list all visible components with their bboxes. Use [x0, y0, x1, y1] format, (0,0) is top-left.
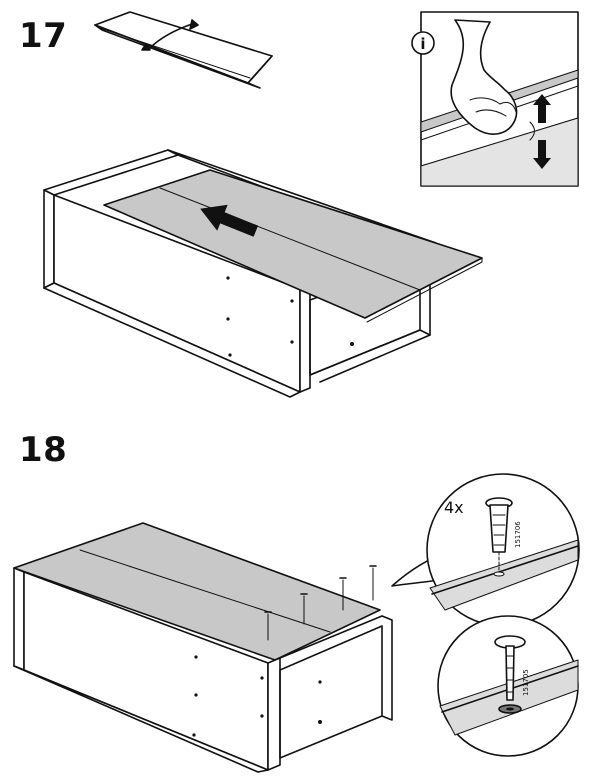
info-detail-box — [420, 11, 579, 187]
slide-direction-arrow-icon — [200, 204, 259, 237]
step-17-number: 17 — [19, 16, 68, 56]
nail-detail-circle: 151705 — [437, 615, 579, 757]
info-icon: i — [411, 31, 435, 55]
step-18-number: 18 — [19, 430, 68, 470]
svg-text:i: i — [420, 35, 425, 53]
quantity-label: 4x — [444, 498, 464, 517]
folded-back-panel — [94, 11, 273, 89]
unfold-arrow-icon — [141, 19, 199, 51]
part-number-151706: 151706 — [514, 521, 522, 548]
anchor-detail-circle: 151706 — [426, 473, 580, 627]
frame-step-17 — [43, 149, 483, 398]
frame-step-18 — [13, 522, 393, 773]
part-number-151705: 151705 — [522, 669, 530, 696]
nail-icon — [264, 565, 377, 641]
